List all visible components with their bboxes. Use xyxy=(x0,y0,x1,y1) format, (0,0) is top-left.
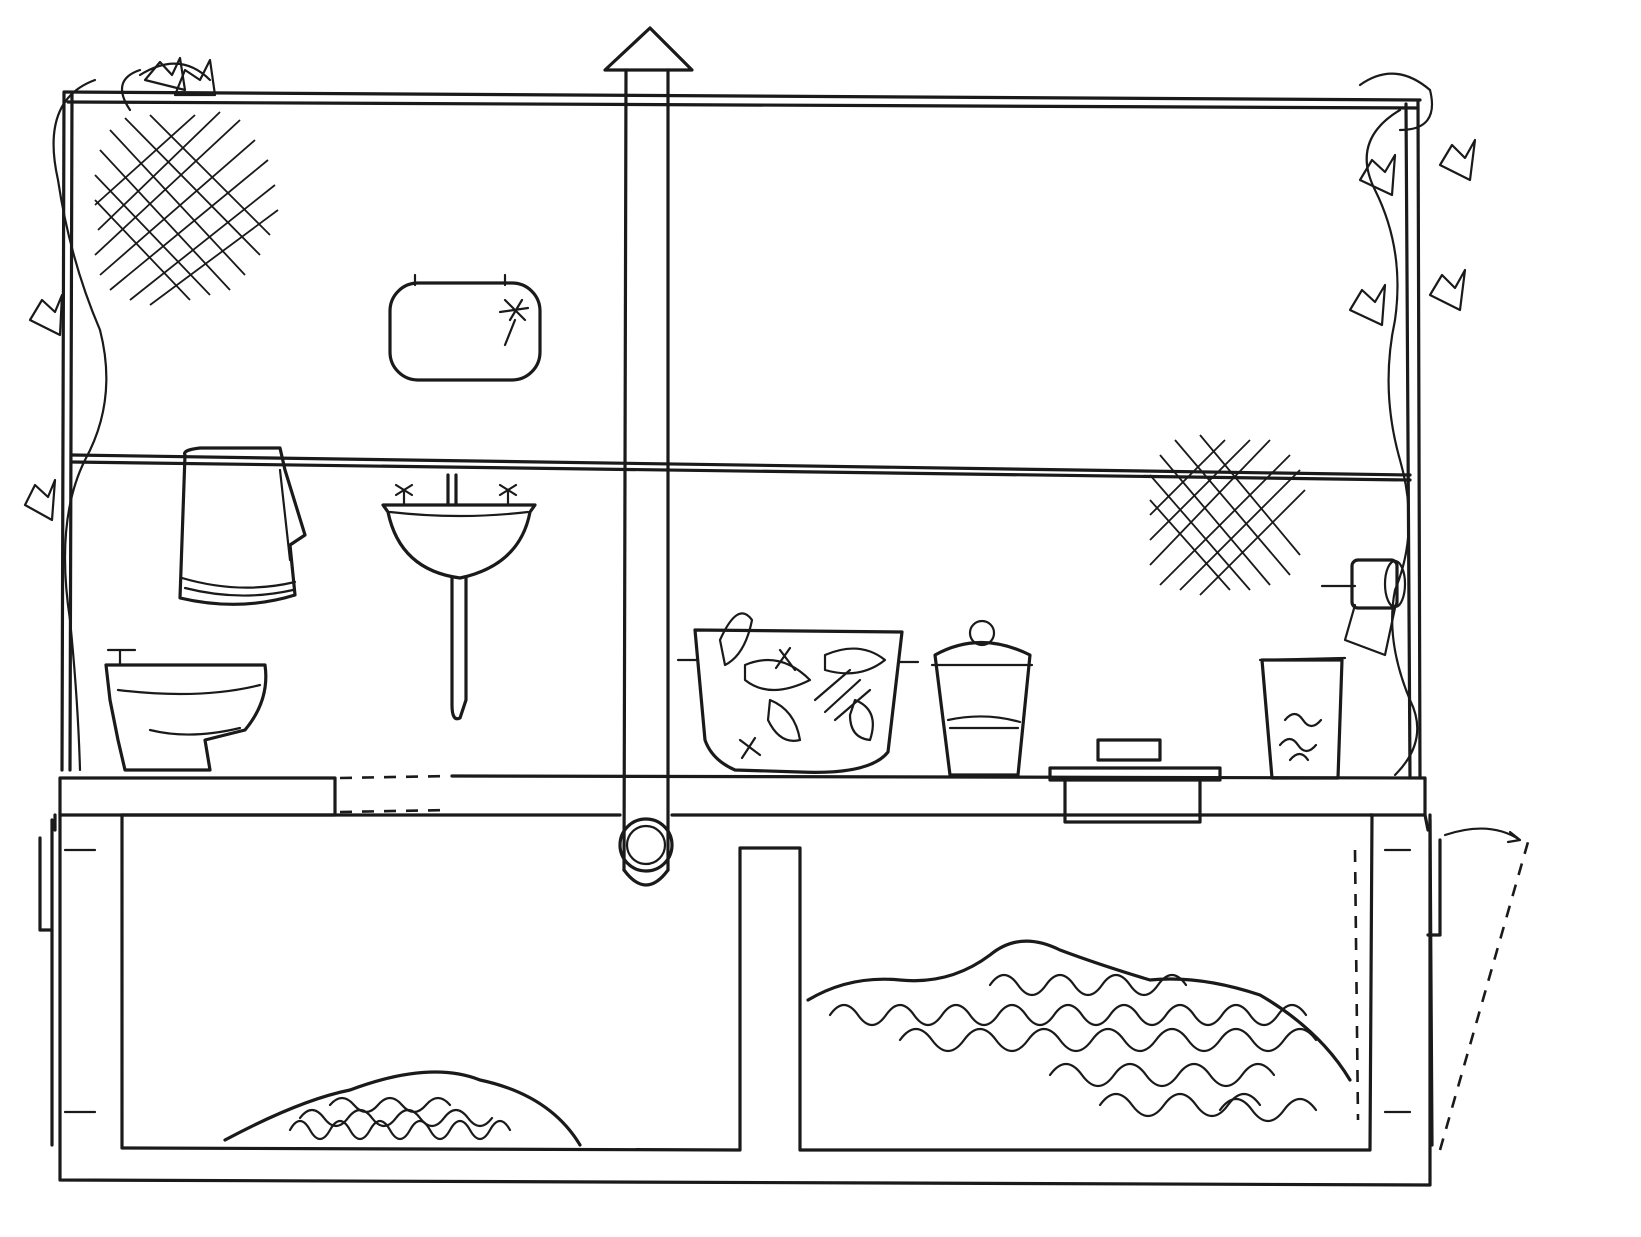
towel-icon xyxy=(178,446,307,606)
building-frame xyxy=(60,90,1422,780)
counter-slab xyxy=(53,774,1430,832)
sink-icon xyxy=(381,473,537,721)
bin-icon xyxy=(1258,656,1347,780)
compost-pile-right xyxy=(806,939,1352,1123)
compost-pile-left xyxy=(223,1070,582,1147)
window-hatch-icon xyxy=(94,111,279,306)
vine-icon xyxy=(23,56,1477,777)
sawdust-jar-icon xyxy=(930,619,1034,777)
compost-chamber xyxy=(38,813,1532,1187)
mirror-icon xyxy=(388,273,542,382)
window-hatch-icon xyxy=(1149,434,1306,596)
leaf-bowl-icon xyxy=(676,612,920,774)
shelf-line xyxy=(70,453,1412,482)
vent-pipe-icon xyxy=(603,26,694,887)
lid-handle-icon xyxy=(1048,738,1222,824)
toilet-icon xyxy=(104,648,268,772)
